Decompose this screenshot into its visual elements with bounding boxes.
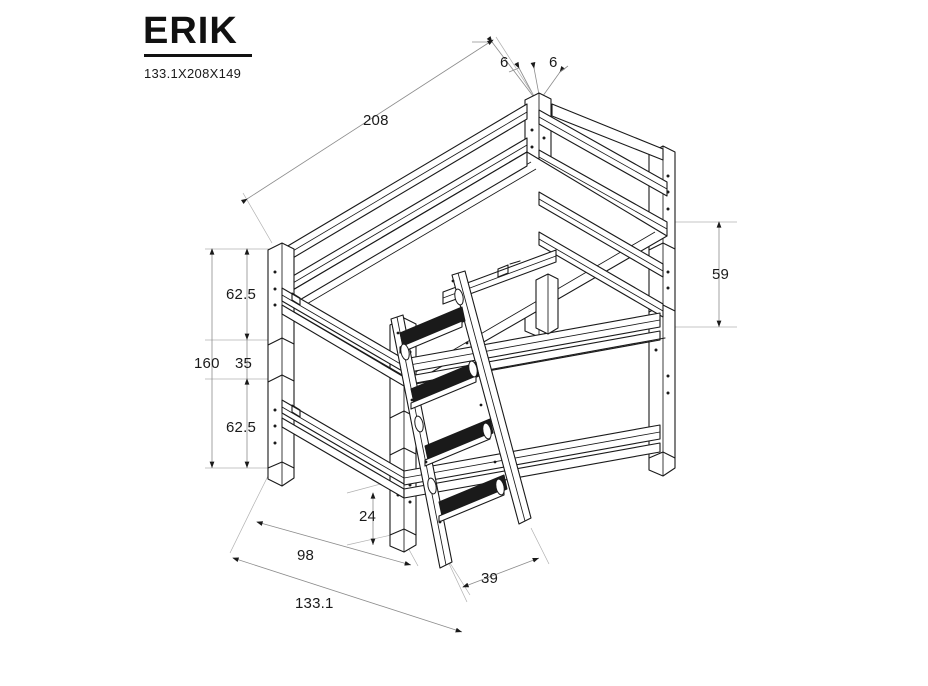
dimension-lines [205, 36, 737, 633]
dim-label-post-width-right: 6 [549, 54, 558, 71]
dim-label-overall-width: 133.1 [295, 595, 334, 612]
dim-guard-rail-59 [664, 221, 737, 328]
dim-label-ladder-width: 39 [481, 570, 499, 587]
crossbar-fitting [497, 260, 521, 278]
ladder [390, 270, 532, 569]
dim-label-inner-width: 98 [297, 547, 315, 564]
title-block: ERIK 133.1X208X149 [143, 12, 252, 81]
dim-label-upper-section: 62.5 [226, 286, 256, 303]
page-title: ERIK [143, 10, 238, 52]
dim-label-total-height: 160 [194, 355, 220, 372]
dim-heights-left [205, 248, 272, 469]
dim-length-208 [240, 36, 535, 244]
dim-label-mid-section: 35 [235, 355, 253, 372]
post-feet [267, 451, 676, 536]
upper-guard-rail-right-end [551, 103, 664, 161]
upper-bunk-right-end-rails [538, 191, 664, 318]
dim-label-guard-rail-height: 59 [712, 266, 730, 283]
left-end-panel [281, 287, 405, 499]
ladder-step [410, 361, 480, 410]
ladder-step [438, 474, 508, 523]
title-underline [144, 54, 252, 57]
center-support-leg [535, 273, 559, 335]
bunk-bed-body [267, 92, 676, 569]
ladder-step [399, 306, 466, 354]
product-dimensions-subtitle: 133.1X208X149 [144, 66, 242, 81]
dim-post-width-leaders [472, 36, 569, 101]
dim-label-post-width-left: 6 [500, 54, 509, 71]
ladder-step [424, 418, 494, 467]
dim-label-leg-height: 24 [359, 508, 377, 525]
dim-label-length: 208 [363, 112, 389, 129]
dim-label-lower-section: 62.5 [226, 419, 256, 436]
post-front-left [267, 242, 295, 487]
upper-guard-rail-back [538, 109, 668, 237]
